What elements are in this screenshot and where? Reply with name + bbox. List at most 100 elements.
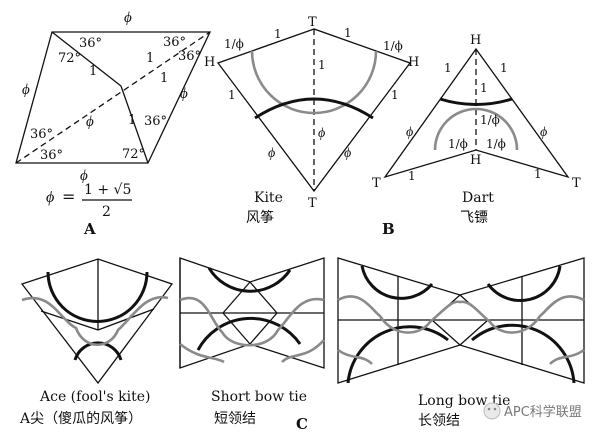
dart-edge-label: 1/ϕ: [480, 113, 500, 127]
kite-edge-label: ϕ: [344, 146, 351, 161]
ace-black-arc-bottom: [73, 341, 123, 361]
kite-vertex-label: T: [308, 196, 317, 211]
watermark-text: APC科学联盟: [504, 404, 582, 420]
rhombus-edge-label-left: ϕ: [22, 82, 30, 98]
dart-edge-label: ϕ: [406, 125, 413, 140]
angle-label: 36°: [40, 148, 63, 163]
rhombus-edge-label-inner-4: 1: [160, 71, 168, 86]
long-bow-name-zh: 长领结: [418, 413, 460, 429]
angle-label: 72°: [122, 147, 145, 162]
svg-text:1 + √5: 1 + √5: [84, 182, 131, 198]
kite-name-zh: 风筝: [246, 209, 274, 226]
angle-label: 36°: [30, 127, 53, 142]
dart-edge-label-right: ϕ: [540, 125, 547, 140]
short-bow-inner: [222, 312, 251, 345]
rhombus-edge-label-inner-3: 1: [128, 113, 136, 128]
rhombus-edge-label-diagonal: ϕ: [86, 114, 94, 130]
long-bow-black-arc-right: [471, 323, 576, 384]
kite-edge-label: 1/ϕ: [383, 39, 403, 53]
short-bow-inner: [249, 312, 278, 345]
svg-text:=: =: [62, 187, 75, 206]
rhombus-diagonal: [15, 31, 211, 164]
short-bow-black-arc-top: [207, 267, 292, 293]
dart-axis-label: 1: [480, 81, 488, 95]
svg-text:ϕ: ϕ: [46, 189, 54, 206]
kite-black-arc: [254, 97, 374, 120]
kite-axis-label: ϕ: [318, 126, 325, 141]
angle-label: 36°: [79, 36, 102, 51]
dart-vertex-label: H: [470, 153, 481, 168]
dart-vertex-label: T: [372, 176, 381, 191]
ace-inner-edge-right: [97, 308, 155, 331]
rhombus-edge-label-inner-1: 1: [89, 64, 97, 79]
rhombus-inner-edge-2: [120, 85, 149, 164]
panel-c-ace: Ace (fool's kite) A尖（傻瓜的风筝）: [19, 258, 174, 427]
ace-outline: [20, 258, 174, 385]
dart-edge-label: 1: [408, 169, 416, 183]
rhombus-edge-label-top: ϕ: [124, 10, 132, 26]
dart-vertex-label: T: [572, 176, 581, 191]
dart-edge-label: 1/ϕ: [448, 137, 468, 151]
short-bow-name-zh: 短领结: [214, 411, 256, 427]
ace-inner-edge-left: [40, 310, 99, 331]
rhombus-edge-label-bottom: ϕ: [80, 168, 88, 184]
kite-edge-label: 1: [318, 58, 326, 72]
dart-name-zh: 飞镖: [460, 210, 488, 226]
long-bow-grey-curve: [337, 295, 585, 334]
panel-c-short-bow-tie: Short bow tie 短领结 C: [179, 257, 325, 433]
panel-b-kite: T H H T 1/ϕ 1 1 1/ϕ 1 1 ϕ ϕ 1 ϕ Kite 风筝: [204, 15, 419, 226]
dart-edge-label: 1: [444, 61, 452, 75]
angle-label: 36°: [163, 35, 186, 50]
long-bow-inner: [431, 319, 461, 346]
kite-edge-label: 1: [228, 88, 236, 102]
dart-black-arc: [439, 97, 513, 106]
kite-vertex-label: H: [408, 55, 419, 70]
dart-edge-label: 1: [534, 167, 542, 181]
kite-vertex-label: H: [204, 55, 215, 70]
panel-c-letter: C: [296, 415, 308, 433]
short-bow-inner: [249, 281, 278, 314]
watermark: APC科学联盟: [483, 402, 582, 420]
angle-label: 36°: [178, 49, 201, 64]
ace-name-en: Ace (fool's kite): [39, 389, 150, 405]
long-bow-grey-curve-3: [549, 348, 585, 365]
kite-grey-arc: [250, 50, 378, 115]
ace-name-zh: A尖（傻瓜的风筝）: [19, 410, 142, 427]
dart-vertex-label: H: [470, 33, 481, 48]
rhombus-edge-label-inner-2: 1: [146, 51, 154, 66]
dart-name-en: Dart: [462, 190, 494, 206]
kite-edge-label: ϕ: [268, 146, 275, 161]
rhombus-edge-label-right: ϕ: [180, 86, 188, 102]
kite-edge-label: 1: [344, 26, 352, 40]
short-bow-inner: [222, 281, 251, 314]
kite-name-en: Kite: [254, 190, 283, 206]
dart-edge-label: 1/ϕ: [486, 137, 506, 151]
short-bow-grey-curve: [179, 296, 325, 347]
kite-edge-label: 1: [391, 88, 399, 102]
angle-label: 72°: [58, 51, 81, 66]
long-bow-black-arc-top-left: [360, 265, 434, 300]
long-bow-grey-curve-2: [337, 348, 373, 365]
kite-edge-label: 1: [274, 27, 282, 41]
kite-edge-label: 1/ϕ: [224, 37, 244, 51]
short-bow-grey-curve-3: [281, 339, 325, 364]
short-bow-black-arc-bottom: [196, 316, 302, 351]
long-bow-inner: [459, 319, 489, 346]
kite-vertex-label: T: [308, 15, 317, 30]
long-bow-black-arc-top-right: [486, 265, 562, 302]
short-bow-grey-curve-2: [179, 342, 225, 364]
panel-b-dart: H T T H 1 1 ϕ 1/ϕ 1/ϕ 1/ϕ 1 1 1 ϕ Dart 飞…: [372, 33, 581, 238]
svg-text:2: 2: [102, 204, 111, 220]
wechat-icon: [483, 402, 501, 420]
panel-c-long-bow-tie: Long bow tie 长领结: [337, 257, 585, 429]
panel-a-rhombus: ϕ ϕ ϕ ϕ 1 1 1 1 ϕ 36° 36° 72° 36° 36° 36…: [15, 10, 212, 238]
angle-label: 36°: [144, 114, 167, 129]
panel-b-letter: B: [382, 220, 395, 238]
ace-grey-curve: [21, 295, 169, 346]
golden-ratio-formula: ϕ = 1 + √5 2: [46, 182, 132, 220]
dart-grey-arc: [433, 107, 519, 151]
dart-edge-label: 1: [500, 61, 508, 75]
ace-black-arc: [46, 271, 149, 323]
long-bow-black-arc-left: [346, 325, 449, 384]
